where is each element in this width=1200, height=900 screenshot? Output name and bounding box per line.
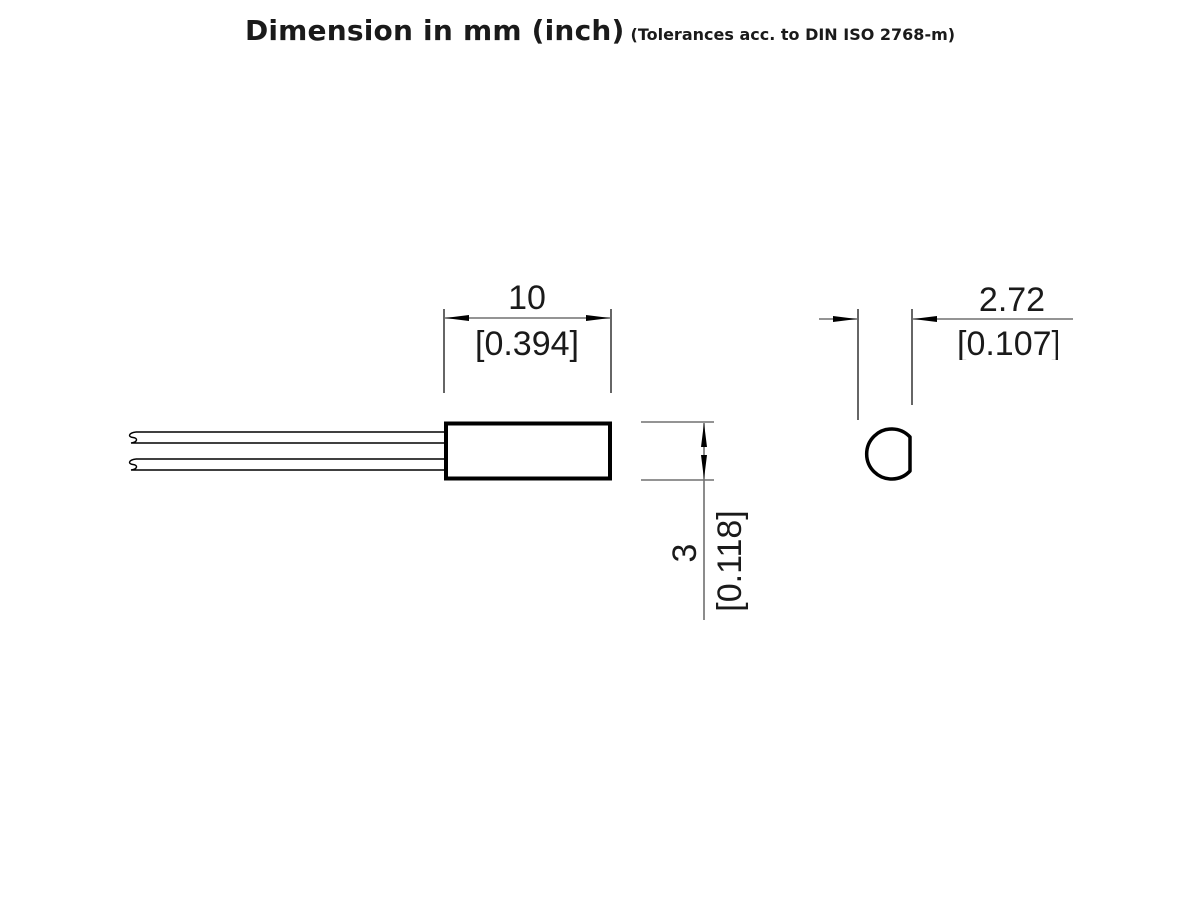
diameter-inch-label: [0.107] (957, 325, 1061, 363)
sensor-body (444, 421, 612, 481)
title-main: Dimension in mm (inch) (244, 14, 625, 47)
height-dimension: 3 [0.118] (641, 421, 749, 620)
title-tolerance-note: (Tolerances acc. to DIN ISO 2768-m) (630, 25, 956, 44)
length-inch-label: [0.394] (475, 325, 579, 363)
end-view (865, 427, 912, 481)
length-dimension: 10 [0.394] (443, 279, 612, 393)
cross-section-outline (865, 427, 912, 481)
wire-break-symbol (128, 431, 138, 444)
wire-break-symbol (128, 458, 138, 471)
side-view (128, 421, 612, 481)
lead-wire-1 (128, 431, 446, 444)
height-mm-label: 3 (666, 544, 704, 563)
lead-wire-2 (128, 458, 446, 471)
diameter-mm-label: 2.72 (979, 281, 1045, 319)
diameter-dimension: 2.72 [0.107] (819, 281, 1073, 420)
drawing-title: Dimension in mm (inch) (Tolerances acc. t… (0, 14, 1200, 47)
length-mm-label: 10 (508, 279, 546, 317)
height-inch-label: [0.118] (711, 510, 749, 611)
